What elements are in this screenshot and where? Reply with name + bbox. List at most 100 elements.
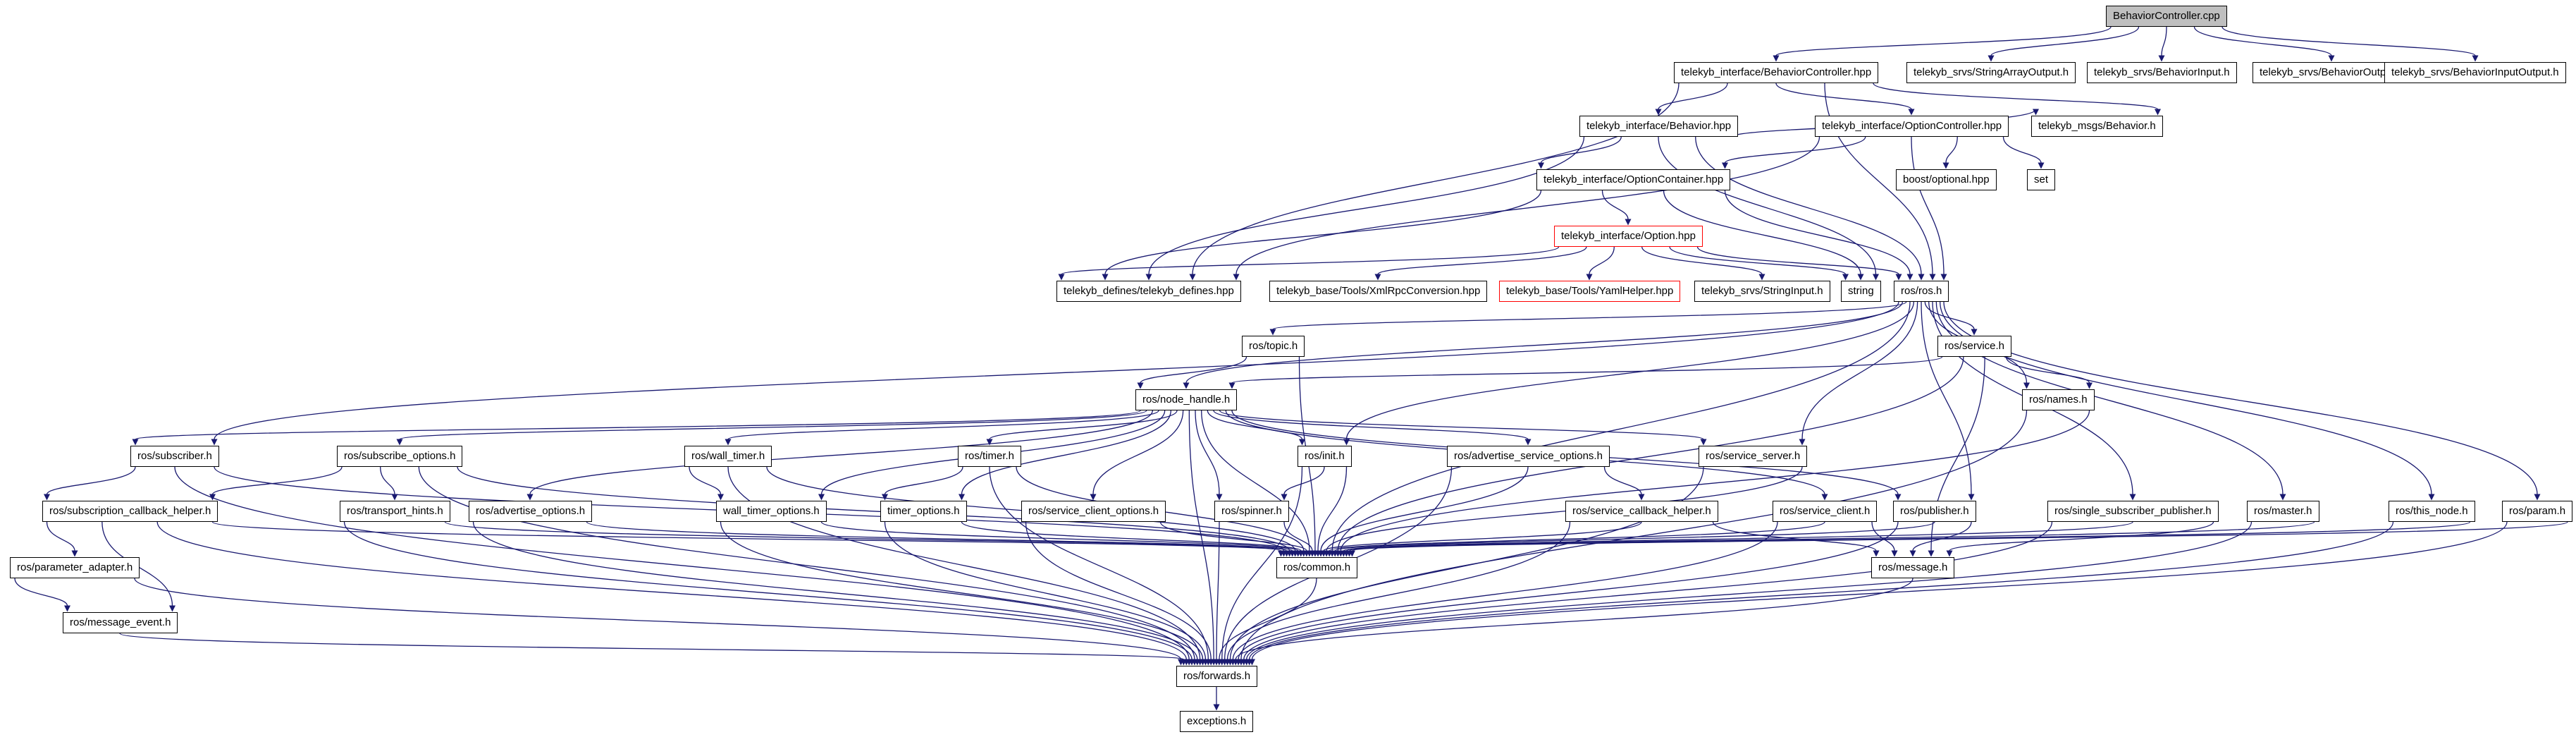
arrowhead-service-client-h--message-h <box>1891 550 1898 557</box>
edge-behavior-controller-cpp--behavior-input-output-h <box>2221 26 2476 56</box>
arrowhead-node-handle-h--service-client-h <box>1821 494 1828 501</box>
edge-init-h--spinner-h <box>1283 466 1325 495</box>
arrowhead-node-handle-h--timer-options-h <box>959 494 965 501</box>
edge-subscription-callback-helper-h--forwards-h <box>156 521 1187 660</box>
arrowhead-forwards-h--exceptions-h <box>1213 704 1220 711</box>
node-init-h: ros/init.h <box>1298 446 1352 467</box>
arrowhead-behavior-controller-hpp--telekyb-defines-hpp <box>1189 274 1196 281</box>
arrowhead-subscribe-options-h--subscription-callback-helper-h <box>209 494 216 501</box>
arrowhead-ros-h--this-node-h <box>2428 494 2435 501</box>
edge-node-handle-h--subscriber-h <box>135 410 1141 440</box>
arrowhead-init-h--spinner-h <box>1281 494 1288 501</box>
node-subscription-callback-helper-h: ros/subscription_callback_helper.h <box>42 501 218 522</box>
arrowhead-node-handle-h--service-server-h <box>1700 439 1707 446</box>
arrowhead-wall-timer-h--wall-timer-options-h <box>717 494 724 501</box>
edge-spinner-h--common-h <box>1283 521 1313 552</box>
arrowhead-publisher-h--message-h <box>1909 550 1916 557</box>
node-set: set <box>2027 169 2056 190</box>
arrowhead-behavior-controller-hpp--behavior-hpp <box>1655 109 1662 116</box>
node-xmlrpc-conversion-hpp[interactable]: telekyb_base/Tools/XmlRpcConversion.hpp <box>1269 281 1488 302</box>
node-string-input-h[interactable]: telekyb_srvs/StringInput.h <box>1694 281 1830 302</box>
arrowhead-common-h--forwards-h <box>1216 659 1223 666</box>
node-behavior-input-output-h[interactable]: telekyb_srvs/BehaviorInputOutput.h <box>2384 62 2566 83</box>
arrowhead-ros-h--subscriber-h <box>211 439 218 446</box>
node-names-h: ros/names.h <box>2022 389 2095 410</box>
arrowhead-ros-h--service-h <box>1971 329 1978 336</box>
node-subscribe-options-h: ros/subscribe_options.h <box>337 446 463 467</box>
node-behavior-input-h[interactable]: telekyb_srvs/BehaviorInput.h <box>2087 62 2237 83</box>
edge-behavior-hpp--telekyb-defines-hpp <box>1148 136 1585 275</box>
arrowhead-node-handle-h--advertise-options-h <box>526 494 534 501</box>
node-exceptions-h: exceptions.h <box>1180 711 1254 732</box>
node-service-callback-helper-h: ros/service_callback_helper.h <box>1565 501 1718 522</box>
node-subscriber-h: ros/subscriber.h <box>130 446 219 467</box>
edge-behavior-controller-hpp--option-controller-hpp <box>1775 83 1912 110</box>
node-message-event-h: ros/message_event.h <box>63 612 178 633</box>
node-option-controller-hpp[interactable]: telekyb_interface/OptionController.hpp <box>1815 116 2009 137</box>
arrowhead-option-controller-hpp--set <box>2038 162 2045 169</box>
node-timer-h: ros/timer.h <box>958 446 1022 467</box>
edge-timer-h--timer-options-h <box>884 466 963 495</box>
edge-service-callback-helper-h--forwards-h <box>1226 521 1571 660</box>
node-telekyb-defines-hpp[interactable]: telekyb_defines/telekyb_defines.hpp <box>1056 281 1241 302</box>
arrowhead-timer-h--timer-options-h <box>882 494 888 501</box>
arrowhead-behavior-hpp--option-container-hpp <box>1538 162 1544 169</box>
arrowhead-behavior-controller-cpp--behavior-input-h <box>2158 55 2165 62</box>
arrowhead-behavior-controller-hpp--ros-h <box>1929 274 1936 281</box>
edge-subscriber-h--subscription-callback-helper-h <box>46 466 136 495</box>
node-service-client-h: ros/service_client.h <box>1773 501 1878 522</box>
node-forwards-h: ros/forwards.h <box>1176 666 1258 687</box>
edge-service-h--names-h <box>2005 356 2090 384</box>
arrowhead-subscriber-h--subscription-callback-helper-h <box>44 494 50 501</box>
node-msgs-behavior-h[interactable]: telekyb_msgs/Behavior.h <box>2031 116 2163 137</box>
edge-wall-timer-h--forwards-h <box>727 466 1201 660</box>
edge-node-handle-h--forwards-h <box>1188 410 1214 660</box>
arrowhead-param-h--common-h <box>1349 550 1355 557</box>
arrowhead-message-event-h--forwards-h <box>1180 659 1187 666</box>
edge-behavior-controller-cpp--string-array-output-h <box>1990 26 2140 56</box>
node-option-hpp[interactable]: telekyb_interface/Option.hpp <box>1554 226 1703 247</box>
node-master-h: ros/master.h <box>2247 501 2319 522</box>
arrowhead-option-controller-hpp--ros-h <box>1940 274 1947 281</box>
node-transport-hints-h: ros/transport_hints.h <box>340 501 450 522</box>
arrowhead-ros-h--master-h <box>2279 494 2286 501</box>
node-this-node-h: ros/this_node.h <box>2389 501 2475 522</box>
edge-service-callback-helper-h--message-h <box>1712 521 1877 552</box>
edge-spinner-h--forwards-h <box>1216 521 1220 660</box>
arrowhead-ros-h--publisher-h <box>1968 494 1975 501</box>
edge-behavior-controller-cpp--behavior-input-h <box>2161 26 2167 56</box>
edge-advertise-service-options-h--service-callback-helper-h <box>1603 466 1642 495</box>
arrowhead-publisher-h--common-h <box>1331 550 1338 557</box>
arrowhead-ros-h--param-h <box>2534 494 2541 501</box>
node-string-array-output-h[interactable]: telekyb_srvs/StringArrayOutput.h <box>1906 62 2076 83</box>
node-behavior-output-h[interactable]: telekyb_srvs/BehaviorOutput.h <box>2253 62 2411 83</box>
arrowhead-ros-h--topic-h <box>1269 329 1276 336</box>
node-wall-timer-h: ros/wall_timer.h <box>684 446 772 467</box>
arrowhead-subscription-callback-helper-h--common-h <box>1278 550 1284 557</box>
edge-single-subscriber-publisher-h--forwards-h <box>1243 521 2053 660</box>
arrowhead-behavior-hpp--telekyb-defines-hpp <box>1145 274 1152 281</box>
edge-service-client-h--common-h <box>1329 521 1825 552</box>
node-yaml-helper-hpp[interactable]: telekyb_base/Tools/YamlHelper.hpp <box>1499 281 1681 302</box>
edge-single-subscriber-publisher-h--message-h <box>1949 521 2214 552</box>
edge-topic-h--node-handle-h <box>1140 356 1247 384</box>
node-single-subscriber-publisher-h: ros/single_subscriber_publisher.h <box>2047 501 2219 522</box>
arrowhead-node-handle-h--publisher-h <box>1894 494 1902 501</box>
edge-subscription-callback-helper-h--common-h <box>211 521 1282 552</box>
node-option-container-hpp[interactable]: telekyb_interface/OptionContainer.hpp <box>1536 169 1731 190</box>
node-behavior-hpp[interactable]: telekyb_interface/Behavior.hpp <box>1579 116 1739 137</box>
node-behavior-controller-hpp[interactable]: telekyb_interface/BehaviorController.hpp <box>1674 62 1879 83</box>
edge-service-client-h--forwards-h <box>1232 521 1778 660</box>
arrowhead-single-subscriber-publisher-h--message-h <box>1946 550 1953 557</box>
edge-publisher-h--forwards-h <box>1238 521 1899 660</box>
edge-service-server-h--common-h <box>1326 466 1803 552</box>
arrowhead-advertise-options-h--forwards-h <box>1194 659 1201 666</box>
arrowhead-behavior-controller-hpp--msgs-behavior-h <box>2155 109 2161 116</box>
arrowhead-spinner-h--common-h <box>1309 550 1316 557</box>
edge-service-h--node-handle-h <box>1231 356 1943 384</box>
node-string: string <box>1841 281 1881 302</box>
arrowhead-node-handle-h--timer-h <box>986 439 993 446</box>
arrowhead-service-h--message-h <box>1928 550 1935 557</box>
